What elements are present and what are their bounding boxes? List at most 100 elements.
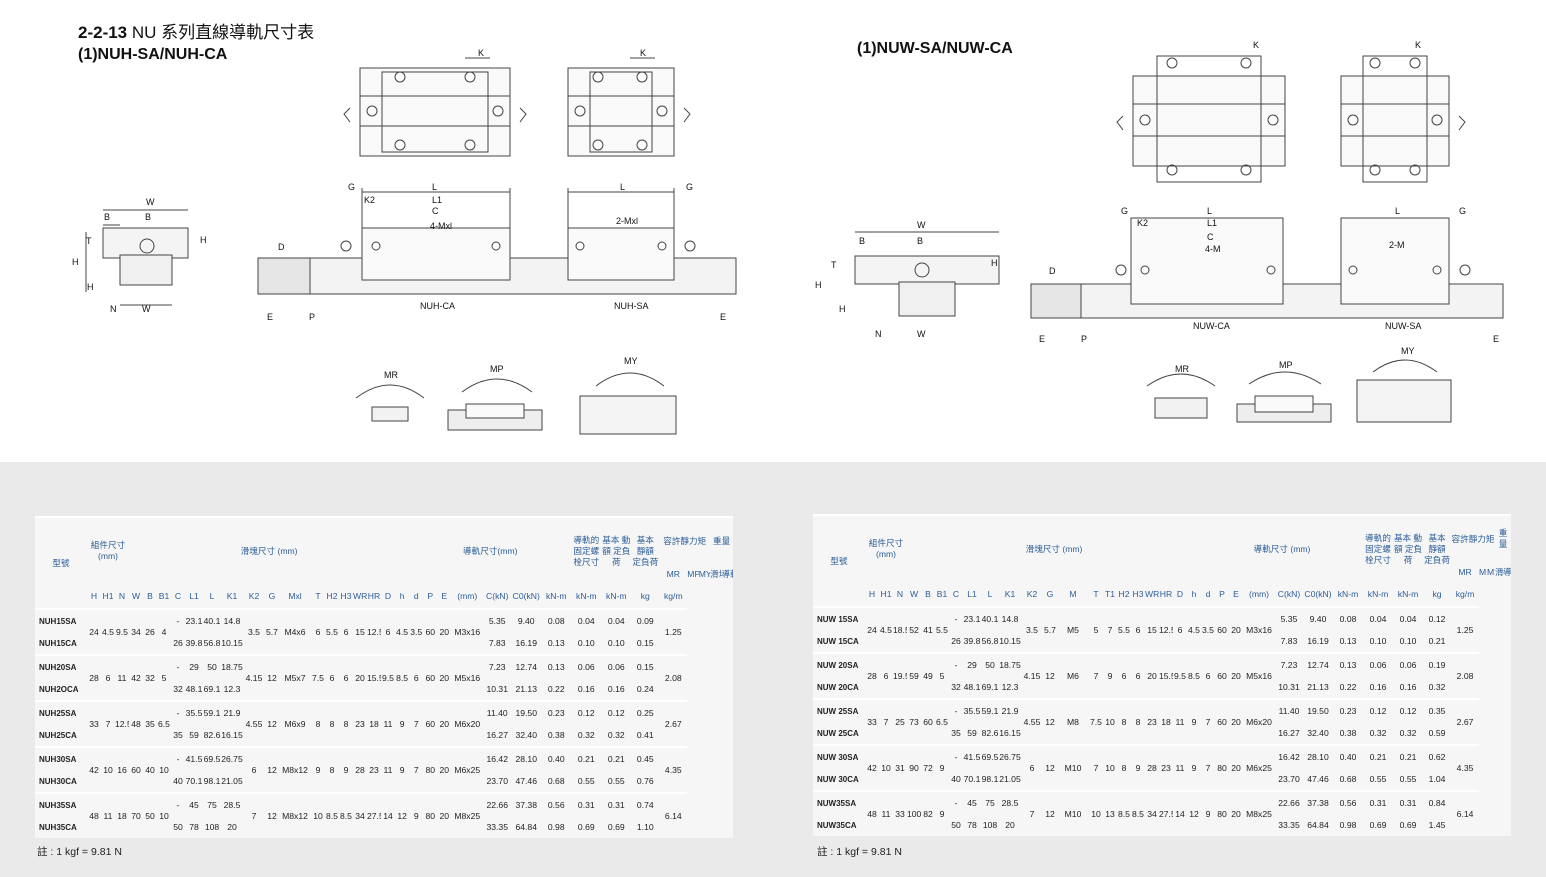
spec-cell: 12	[1043, 652, 1057, 699]
spec-cell: 33	[87, 700, 101, 747]
spec-cell: 12	[1187, 790, 1201, 836]
spec-cell: 6	[1131, 606, 1145, 653]
spec-cell: 19.50	[1303, 698, 1333, 722]
spec-cell: 20	[437, 654, 452, 701]
spec-cell: -	[949, 698, 963, 722]
spec-cell: 0.62	[1423, 744, 1452, 768]
spec-cell: 23.1	[963, 606, 981, 630]
spec-cell: 0.16	[1369, 682, 1387, 692]
spec-cell: 40	[173, 776, 183, 786]
spec-cell: 48.1	[185, 684, 203, 694]
spec-cell: 32.40	[1307, 728, 1329, 738]
spec-cell: 0.55	[1399, 774, 1417, 784]
spec-cell: 59.1	[203, 700, 221, 724]
spec-cell: 0.69	[1399, 820, 1417, 830]
spec-cell: 0.55	[607, 776, 625, 786]
unit-header: W	[131, 591, 141, 601]
spec-cell: 50	[143, 792, 157, 838]
spec-cell: 40.1	[203, 608, 221, 632]
spec-cell: 73	[907, 698, 921, 745]
moment-icons: MR MP MY	[1146, 346, 1452, 423]
spec-cell: 39.8	[185, 638, 203, 648]
svg-text:E: E	[1039, 334, 1045, 344]
spec-cell: M5x16	[451, 654, 484, 701]
spec-cell: 1.25	[1451, 606, 1480, 653]
unit-header: T	[1093, 589, 1099, 599]
spec-cell: 26.75	[221, 746, 243, 770]
spec-cell: 12	[265, 792, 279, 838]
spec-cell: 10.15	[221, 638, 243, 648]
spec-cell: 15	[353, 608, 367, 655]
weight-sub-header: 導軌	[721, 569, 733, 579]
svg-text:MP: MP	[490, 364, 504, 374]
spec-cell: 37.38	[511, 792, 542, 816]
spec-cell: 32	[951, 682, 961, 692]
spec-cell: 12	[265, 654, 279, 701]
spec-cell: 8.5	[339, 792, 353, 838]
spec-cell: 0.09	[631, 608, 660, 632]
spec-cell: 11.40	[1275, 698, 1303, 722]
spec-cell: 69.5	[981, 744, 999, 768]
spec-cell: 0.08	[1333, 606, 1364, 630]
unit-header: C(kN)	[1277, 589, 1301, 599]
spec-cell: 12.5	[115, 700, 129, 747]
spec-cell: 0.98	[1339, 820, 1357, 830]
unit-header: K1	[1004, 589, 1016, 599]
spec-cell: M10	[1057, 744, 1089, 791]
spec-cell: 20	[1229, 790, 1243, 836]
spec-cell: 15.5	[1159, 652, 1173, 699]
spec-cell: M3x16	[451, 608, 484, 655]
spec-cell: 26	[173, 638, 183, 648]
spec-cell: 35	[173, 730, 183, 740]
spec-cell: 11	[381, 700, 395, 747]
spec-cell: 8	[1131, 698, 1145, 745]
unit-header: K2	[1026, 589, 1038, 599]
spec-cell: 12	[265, 700, 279, 747]
unit-header: kN-m	[576, 591, 597, 601]
spec-cell: 0.45	[631, 746, 660, 770]
spec-cell: 28	[865, 652, 879, 699]
spec-cell: 90	[907, 744, 921, 791]
spec-cell: 34	[353, 792, 367, 838]
spec-cell: 0.24	[636, 684, 654, 694]
moment-sub-header: MP	[1479, 567, 1487, 577]
unit-header: kg/m	[663, 591, 683, 601]
spec-cell: 8	[1117, 744, 1131, 791]
spec-cell: 11	[879, 790, 893, 836]
spec-cell: 7	[879, 698, 893, 745]
spec-cell: 9	[1187, 744, 1201, 791]
spec-cell: 0.21	[1363, 744, 1394, 768]
spec-cell: 4	[157, 608, 171, 655]
spec-cell: 80	[423, 746, 438, 793]
top-view-ca: K	[343, 48, 527, 157]
svg-text:D: D	[1049, 266, 1056, 276]
spec-cell: 10	[1089, 790, 1103, 836]
spec-cell: 0.31	[601, 792, 632, 816]
spec-cell: 72	[921, 744, 935, 791]
spec-cell: 7	[1103, 606, 1117, 653]
spec-cell: 20	[437, 700, 452, 747]
spec-cell: 12.5	[367, 608, 381, 655]
end-view: W B B H T H H N W	[815, 220, 1000, 339]
spec-cell: 0.38	[1339, 728, 1357, 738]
spec-cell: 0.68	[547, 776, 565, 786]
unit-header: L	[209, 591, 215, 601]
spec-cell: 41.5	[185, 746, 203, 770]
spec-cell: 6	[879, 652, 893, 699]
spec-cell: 0.12	[1393, 698, 1424, 722]
spec-cell: 60	[423, 608, 438, 655]
spec-cell: 23	[353, 700, 367, 747]
unit-header: kN-m	[1367, 589, 1389, 599]
unit-header: K1	[226, 591, 238, 601]
spec-cell: 3.5	[1021, 606, 1043, 653]
svg-text:N: N	[875, 329, 882, 339]
svg-text:K: K	[478, 48, 484, 58]
spec-cell: 20	[437, 608, 452, 655]
spec-cell: 0.32	[1428, 682, 1446, 692]
spec-cell: 49	[921, 652, 935, 699]
spec-cell: 10.31	[1278, 682, 1300, 692]
unit-note: 註 : 1 kgf = 9.81 N	[37, 846, 122, 858]
spec-cell: 8	[325, 700, 339, 747]
